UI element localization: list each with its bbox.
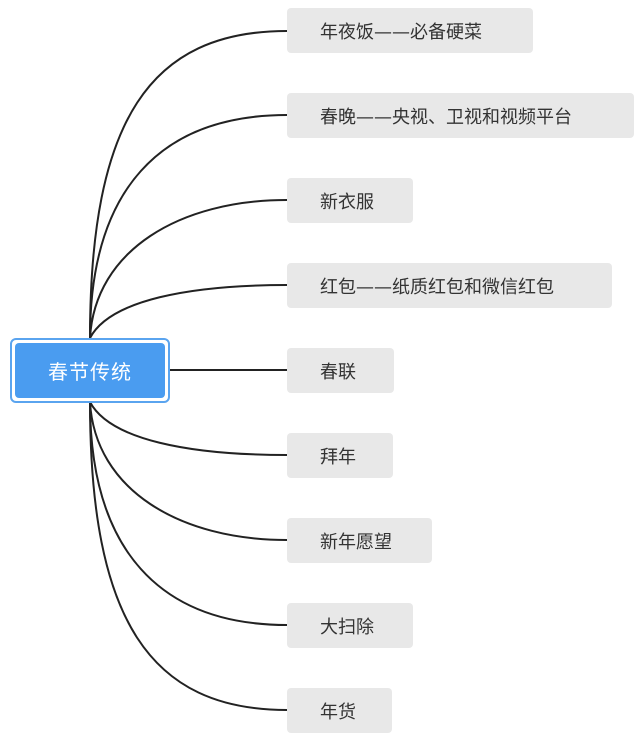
topic-label: 春晚——央视、卫视和视频平台 [320, 106, 572, 128]
topic-new-year-goods[interactable]: 年货 [287, 688, 392, 733]
topic-spring-cleaning[interactable]: 大扫除 [287, 603, 413, 648]
topic-label: 年夜饭——必备硬菜 [320, 21, 482, 43]
topic-new-clothes[interactable]: 新衣服 [287, 178, 413, 223]
topic-label: 拜年 [320, 446, 356, 468]
connector-line [89, 199, 288, 339]
connector-line [89, 284, 288, 339]
root-topic[interactable]: 春节传统 [10, 338, 170, 403]
topic-new-year-wishes[interactable]: 新年愿望 [287, 518, 432, 563]
connector-line [89, 30, 288, 339]
connector-line [89, 401, 288, 626]
topic-label: 年货 [320, 701, 356, 723]
topic-spring-festival-gala[interactable]: 春晚——央视、卫视和视频平台 [287, 93, 634, 138]
topic-label: 红包——纸质红包和微信红包 [320, 276, 554, 298]
topic-label: 春联 [320, 361, 356, 383]
topic-red-envelopes[interactable]: 红包——纸质红包和微信红包 [287, 263, 612, 308]
topic-couplets[interactable]: 春联 [287, 348, 394, 393]
topic-new-years-eve-dinner[interactable]: 年夜饭——必备硬菜 [287, 8, 533, 53]
topic-label: 大扫除 [320, 616, 374, 638]
connector-line [89, 401, 288, 456]
connector-line [89, 401, 288, 541]
topic-new-year-visits[interactable]: 拜年 [287, 433, 393, 478]
connector-line [89, 401, 288, 711]
topic-label: 新年愿望 [320, 531, 392, 553]
root-topic-label: 春节传统 [15, 343, 165, 398]
connector-line [89, 114, 288, 339]
topic-label: 新衣服 [320, 191, 374, 213]
